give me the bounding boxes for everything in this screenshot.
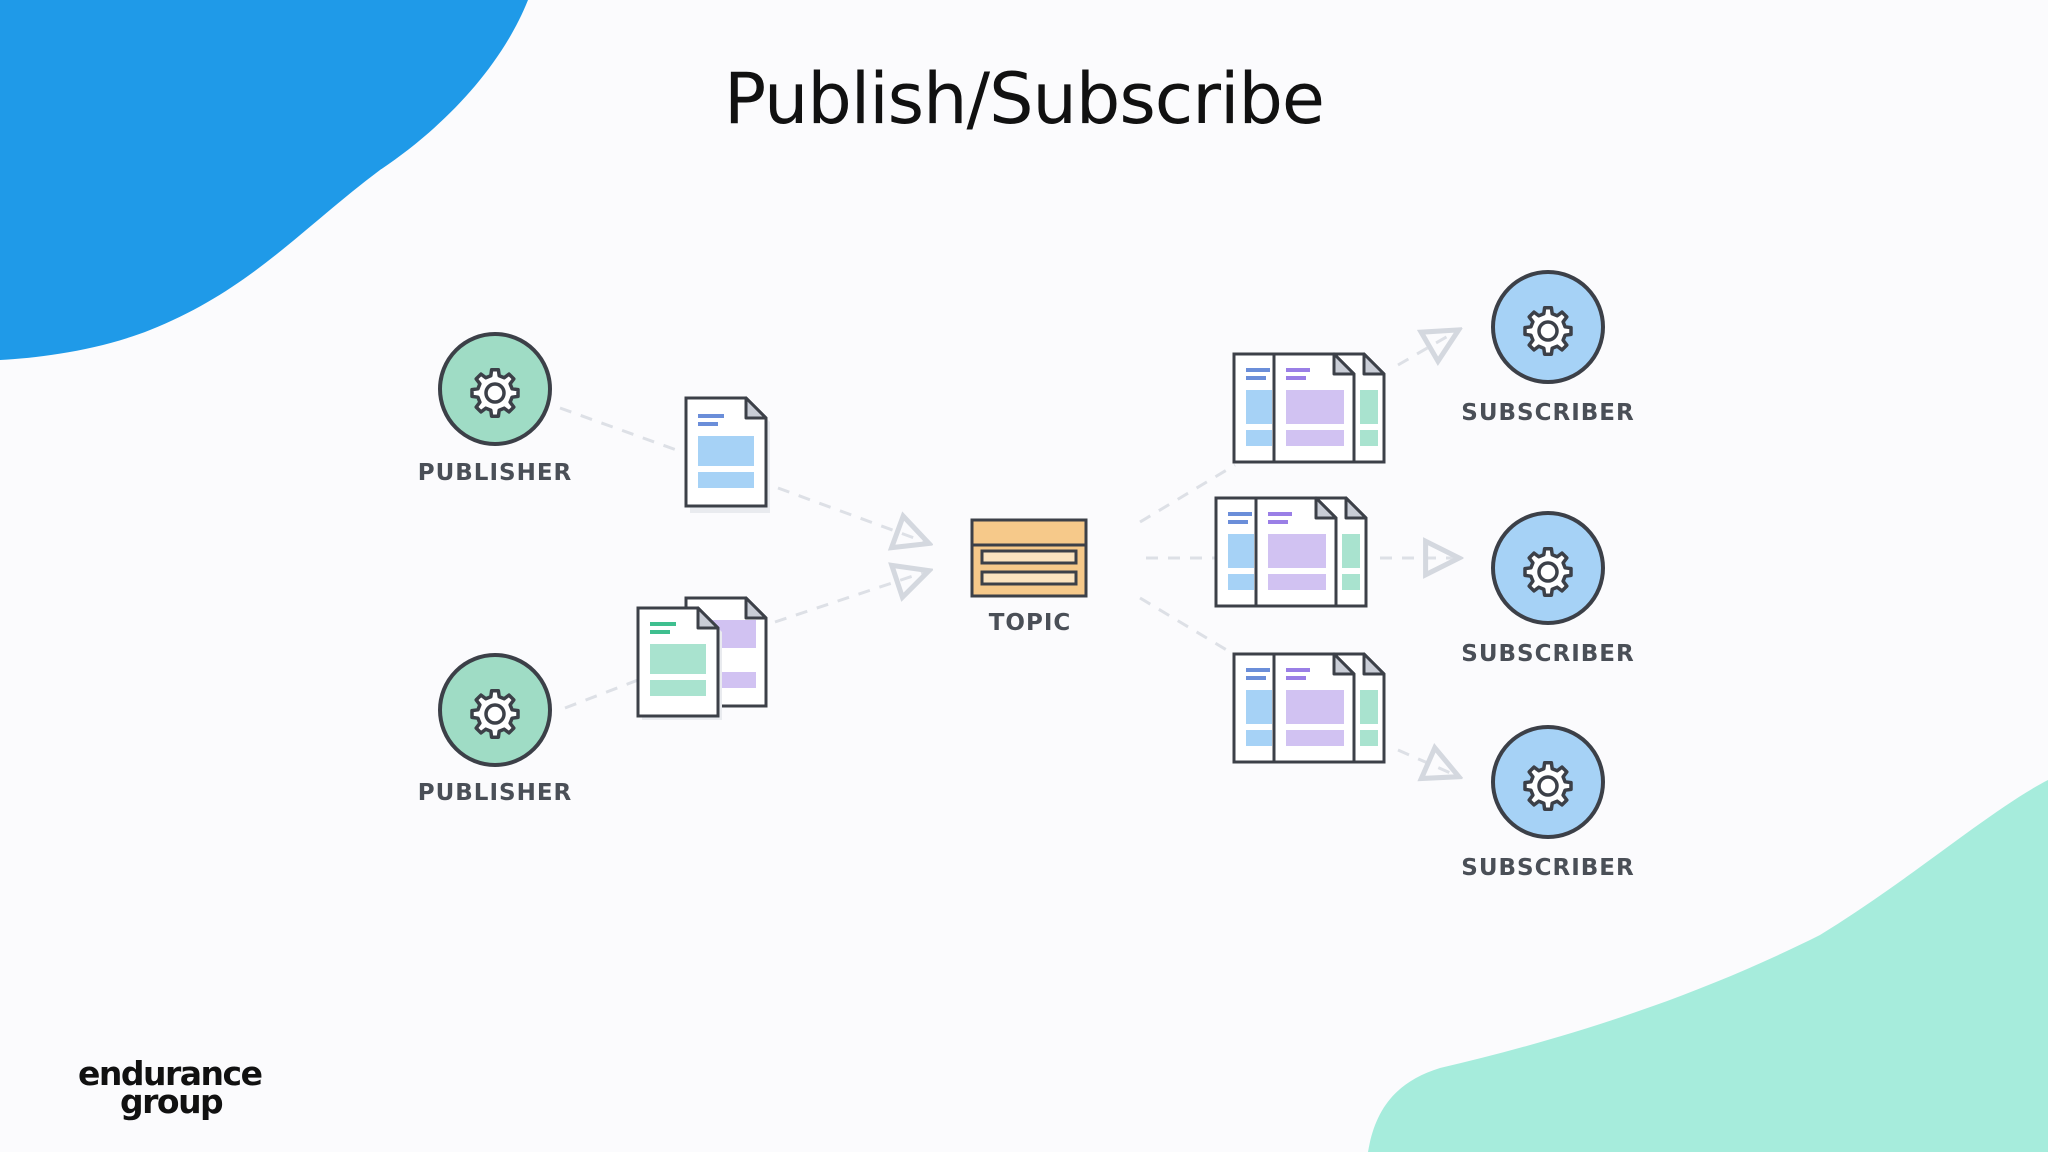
mint-blob-shape (1368, 780, 2048, 1152)
gear-icon (1523, 761, 1573, 811)
topic-label: TOPIC (989, 610, 1072, 636)
subscriber-label: SUBSCRIBER (1461, 641, 1634, 667)
message-document-icon (684, 396, 770, 513)
logo-line-1: endurance (78, 1054, 263, 1093)
gear-icon (1523, 306, 1573, 356)
subscriber-label: SUBSCRIBER (1461, 855, 1634, 881)
gear-icon (470, 368, 520, 418)
publisher-node-1: PUBLISHER (418, 332, 573, 486)
gear-icon (470, 689, 520, 739)
connector-lines (559, 332, 1455, 775)
subscriber-node-2: SUBSCRIBER (1461, 511, 1634, 667)
publisher-label: PUBLISHER (418, 460, 573, 486)
publisher-node-2: PUBLISHER (418, 653, 573, 806)
subscriber-node-3: SUBSCRIBER (1461, 725, 1634, 881)
subscriber-node-1: SUBSCRIBER (1461, 270, 1634, 426)
logo-line-2: group (120, 1082, 224, 1121)
outgoing-stack-1 (1232, 352, 1386, 464)
endurance-group-logo: endurance group (78, 1057, 263, 1121)
topic-node: TOPIC (970, 518, 1088, 636)
outgoing-stack-3 (1232, 652, 1386, 764)
message-stack-icon (636, 596, 768, 720)
slide-title: Publish/Subscribe (723, 58, 1325, 140)
outgoing-stack-2 (1214, 496, 1368, 608)
publisher-label: PUBLISHER (418, 780, 573, 806)
subscriber-label: SUBSCRIBER (1461, 400, 1634, 426)
gear-icon (1523, 547, 1573, 597)
blue-blob-shape (0, 0, 528, 360)
